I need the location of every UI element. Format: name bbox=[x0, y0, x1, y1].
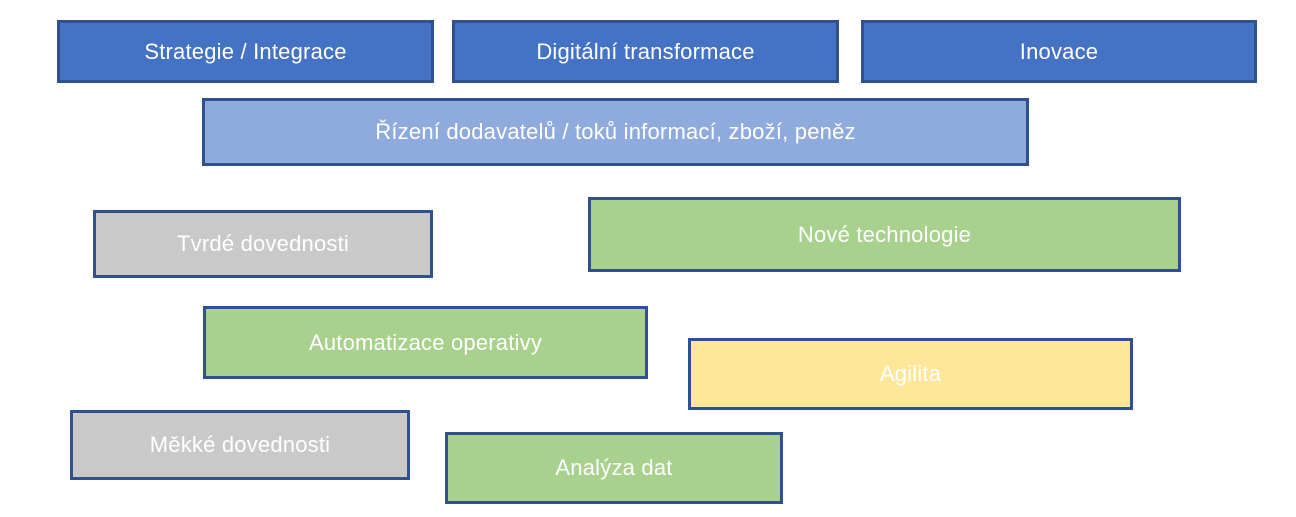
box-label: Agilita bbox=[879, 361, 942, 387]
box-digitalni-transformace: Digitální transformace bbox=[452, 20, 839, 83]
box-label: Inovace bbox=[1019, 38, 1099, 64]
box-analyza-dat: Analýza dat bbox=[445, 432, 783, 504]
box-label: Strategie / Integrace bbox=[144, 38, 347, 64]
box-strategie-integrace: Strategie / Integrace bbox=[57, 20, 434, 83]
box-label: Automatizace operativy bbox=[308, 329, 543, 355]
box-label: Řízení dodavatelů / toků informací, zbož… bbox=[375, 119, 856, 145]
box-label: Měkké dovednosti bbox=[149, 432, 331, 458]
box-label: Analýza dat bbox=[555, 455, 673, 481]
box-mekke-dovednosti: Měkké dovednosti bbox=[70, 410, 410, 480]
box-rizeni-dodavatelu: Řízení dodavatelů / toků informací, zbož… bbox=[202, 98, 1029, 166]
box-agilita: Agilita bbox=[688, 338, 1133, 410]
box-nove-technologie: Nové technologie bbox=[588, 197, 1181, 272]
box-label: Nové technologie bbox=[797, 221, 972, 247]
box-tvrde-dovednosti: Tvrdé dovednosti bbox=[93, 210, 433, 278]
box-automatizace-operativy: Automatizace operativy bbox=[203, 306, 648, 379]
box-label: Digitální transformace bbox=[536, 38, 755, 64]
box-inovace: Inovace bbox=[861, 20, 1257, 83]
box-label: Tvrdé dovednosti bbox=[177, 231, 349, 257]
